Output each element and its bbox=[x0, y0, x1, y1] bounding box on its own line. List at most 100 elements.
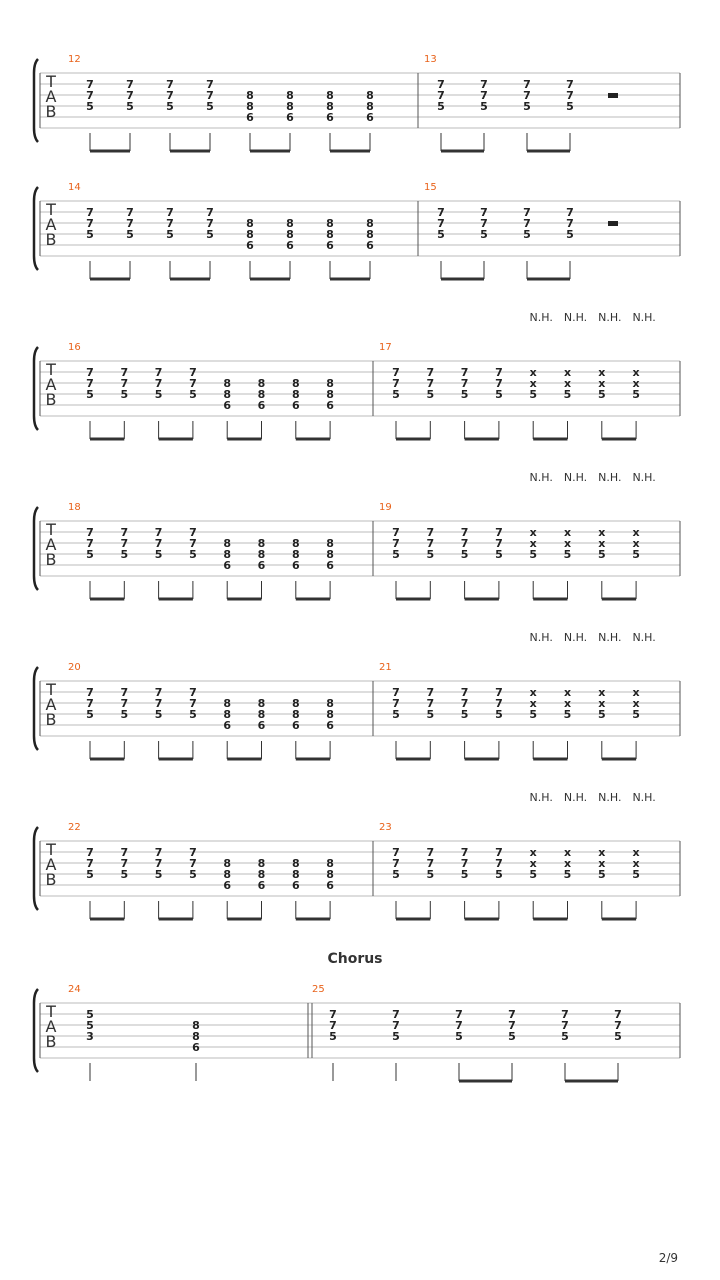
fret-number: 6 bbox=[326, 559, 334, 572]
fret-number: 5 bbox=[561, 1030, 569, 1043]
fret-number: 7 bbox=[495, 366, 503, 379]
fret-number: 7 bbox=[495, 697, 503, 710]
fret-number: 5 bbox=[523, 228, 531, 241]
fret-number: 5 bbox=[155, 388, 163, 401]
fret-number: 8 bbox=[366, 217, 374, 230]
fret-number: 7 bbox=[392, 1008, 400, 1021]
fret-number: 5 bbox=[86, 388, 94, 401]
fret-number: 8 bbox=[223, 377, 231, 390]
fret-number: 8 bbox=[286, 100, 294, 113]
fret-number: 5 bbox=[189, 388, 197, 401]
fret-number: 7 bbox=[426, 377, 434, 390]
dead-note: x bbox=[633, 526, 640, 539]
fret-number: 8 bbox=[223, 857, 231, 870]
fret-number: 7 bbox=[566, 206, 574, 219]
fret-number: 7 bbox=[120, 857, 128, 870]
dead-note: x bbox=[633, 857, 640, 870]
dead-note: x bbox=[633, 537, 640, 550]
fret-number: 7 bbox=[392, 857, 400, 870]
fret-number: 7 bbox=[426, 526, 434, 539]
fret-number: 7 bbox=[455, 1008, 463, 1021]
tab-clef-letter: B bbox=[46, 1032, 57, 1051]
fret-number: 7 bbox=[523, 217, 531, 230]
fret-number: 5 bbox=[598, 388, 606, 401]
fret-number: 7 bbox=[426, 366, 434, 379]
fret-number: 6 bbox=[258, 559, 266, 572]
fret-number: 7 bbox=[206, 217, 214, 230]
fret-number: 7 bbox=[495, 857, 503, 870]
fret-number: 5 bbox=[392, 868, 400, 881]
fret-number: 8 bbox=[258, 697, 266, 710]
fret-number: 7 bbox=[508, 1008, 516, 1021]
dead-note: x bbox=[598, 526, 605, 539]
fret-number: 7 bbox=[461, 366, 469, 379]
fret-number: 5 bbox=[86, 708, 94, 721]
fret-number: 8 bbox=[326, 857, 334, 870]
fret-number: 6 bbox=[223, 399, 231, 412]
fret-number: 7 bbox=[566, 78, 574, 91]
fret-number: 7 bbox=[392, 366, 400, 379]
fret-number: 5 bbox=[529, 548, 537, 561]
system-bracket bbox=[32, 346, 39, 431]
system-bracket bbox=[32, 666, 39, 751]
system-bracket bbox=[32, 506, 39, 591]
fret-number: 6 bbox=[223, 879, 231, 892]
system-bracket bbox=[32, 826, 39, 911]
fret-number: 8 bbox=[326, 89, 334, 102]
section-label: Chorus bbox=[327, 951, 382, 967]
tab-system: TAB1677577577577588688688688617775775775… bbox=[32, 311, 681, 441]
fret-number: 8 bbox=[326, 228, 334, 241]
fret-number: 5 bbox=[392, 708, 400, 721]
natural-harmonic-label: N.H. bbox=[564, 791, 587, 804]
fret-number: 6 bbox=[366, 239, 374, 252]
fret-number: 7 bbox=[495, 846, 503, 859]
fret-number: 7 bbox=[614, 1008, 622, 1021]
dead-note: x bbox=[564, 377, 571, 390]
fret-number: 5 bbox=[529, 388, 537, 401]
dead-note: x bbox=[530, 377, 537, 390]
fret-number: 7 bbox=[437, 78, 445, 91]
fret-number: 7 bbox=[392, 846, 400, 859]
tab-system: TAB1277577577577588688688688613775775775… bbox=[32, 54, 681, 153]
fret-number: 7 bbox=[437, 217, 445, 230]
dead-note: x bbox=[564, 857, 571, 870]
fret-number: 7 bbox=[155, 857, 163, 870]
fret-number: 8 bbox=[292, 708, 300, 721]
measure-number: 18 bbox=[68, 502, 81, 513]
tab-clef-letter: B bbox=[46, 870, 57, 889]
fret-number: 7 bbox=[126, 206, 134, 219]
natural-harmonic-label: N.H. bbox=[598, 631, 621, 644]
fret-number: 8 bbox=[292, 548, 300, 561]
fret-number: 7 bbox=[155, 526, 163, 539]
fret-number: 8 bbox=[292, 697, 300, 710]
natural-harmonic-label: N.H. bbox=[632, 311, 655, 324]
fret-number: 5 bbox=[120, 868, 128, 881]
natural-harmonic-label: N.H. bbox=[632, 791, 655, 804]
tab-clef-letter: A bbox=[46, 1017, 57, 1036]
tab-system: TAB2077577577577588688688688621775775775… bbox=[32, 631, 681, 761]
fret-number: 8 bbox=[286, 89, 294, 102]
tab-clef-letter: B bbox=[46, 230, 57, 249]
fret-number: 8 bbox=[192, 1019, 200, 1032]
fret-number: 8 bbox=[258, 857, 266, 870]
fret-number: 7 bbox=[426, 697, 434, 710]
fret-number: 5 bbox=[206, 228, 214, 241]
fret-number: 8 bbox=[366, 228, 374, 241]
fret-number: 7 bbox=[189, 526, 197, 539]
fret-number: 7 bbox=[461, 686, 469, 699]
fret-number: 5 bbox=[120, 388, 128, 401]
fret-number: 5 bbox=[437, 100, 445, 113]
fret-number: 5 bbox=[155, 708, 163, 721]
natural-harmonic-label: N.H. bbox=[530, 311, 553, 324]
natural-harmonic-label: N.H. bbox=[598, 791, 621, 804]
fret-number: 5 bbox=[166, 228, 174, 241]
fret-number: 7 bbox=[86, 526, 94, 539]
fret-number: 7 bbox=[86, 377, 94, 390]
fret-number: 8 bbox=[326, 697, 334, 710]
measure-number: 20 bbox=[68, 662, 81, 673]
fret-number: 7 bbox=[561, 1019, 569, 1032]
fret-number: 7 bbox=[329, 1019, 337, 1032]
fret-number: 8 bbox=[292, 868, 300, 881]
